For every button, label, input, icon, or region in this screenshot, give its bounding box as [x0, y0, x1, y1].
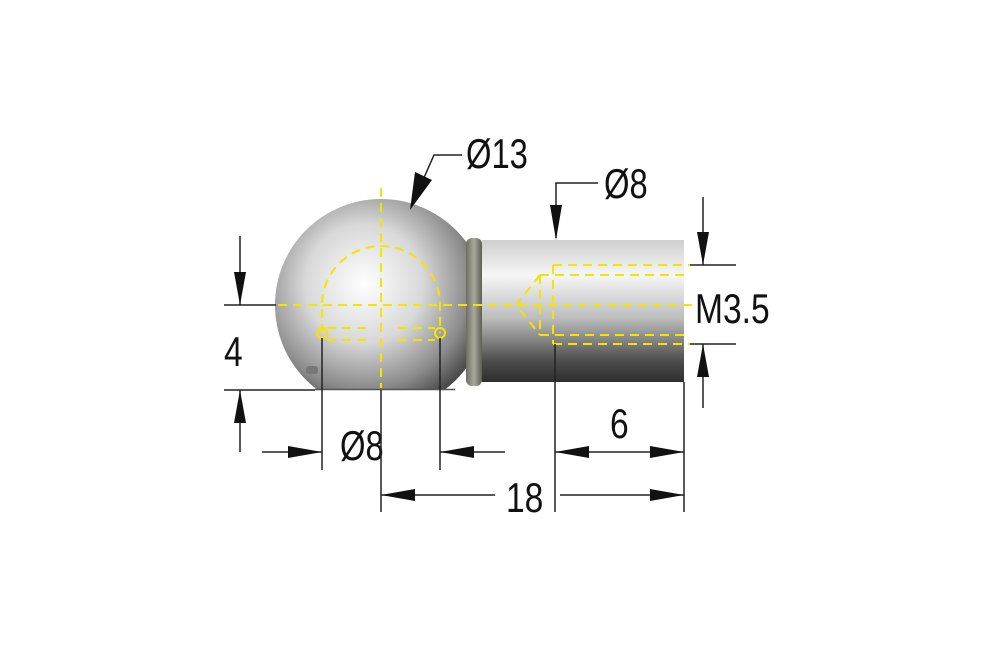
arrow-icon	[550, 205, 562, 240]
label-ball-diameter: Ø13	[466, 130, 528, 177]
label-thread: M3.5	[695, 287, 770, 333]
socket-cavity	[321, 245, 441, 333]
label-overall-length: 18	[506, 476, 543, 522]
label-opening-diameter: Ø8	[340, 422, 384, 469]
thread-major	[552, 264, 690, 345]
cavity-slots	[327, 327, 435, 341]
arrow-icon	[555, 446, 589, 458]
dimensions: Ø13 Ø8 M3.5 4 Ø8 6 18	[224, 130, 770, 522]
arrow-icon	[440, 446, 474, 458]
hidden-lines	[278, 188, 692, 388]
arrow-icon	[697, 232, 709, 265]
arrow-icon	[697, 344, 709, 377]
arrow-icon	[381, 489, 415, 501]
clip-tab	[306, 366, 318, 374]
thread-minor-drill	[514, 274, 690, 336]
ball-sphere	[275, 199, 487, 390]
arrow-icon	[410, 172, 432, 210]
arrow-icon	[234, 390, 246, 423]
label-height: 4	[224, 330, 243, 376]
label-thread-depth: 6	[610, 402, 629, 448]
arrow-icon	[650, 489, 684, 501]
arrow-icon	[234, 272, 246, 305]
label-shank-diameter: Ø8	[604, 160, 648, 207]
arrow-icon	[288, 446, 322, 458]
retaining-clip	[466, 238, 482, 386]
shank-cylinder	[482, 240, 684, 382]
arrow-icon	[650, 446, 684, 458]
